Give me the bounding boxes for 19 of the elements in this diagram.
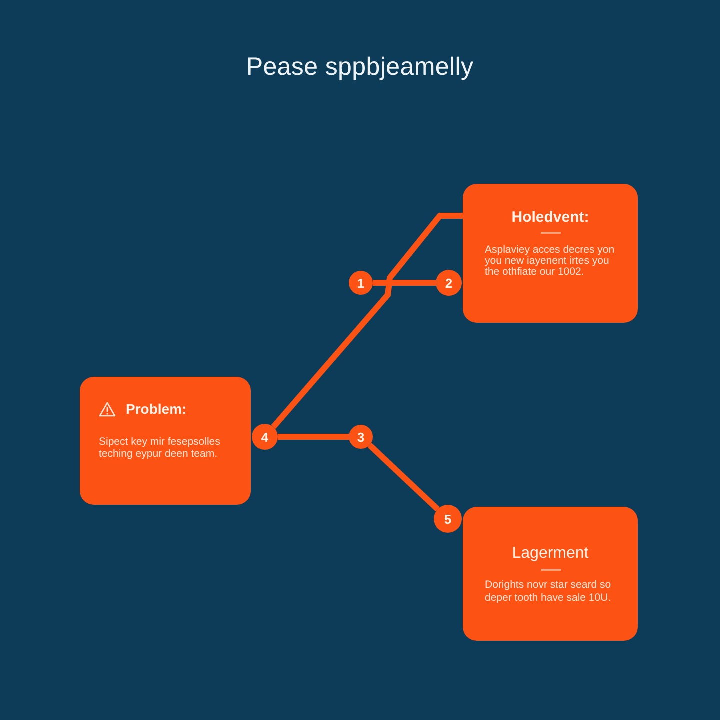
card-description: Dorights novr star seard so deper tooth have sale 10U. (485, 579, 612, 605)
step-number: 4 (252, 424, 278, 450)
connector-line (373, 280, 436, 286)
connector-line (278, 434, 349, 440)
step-number: 5 (434, 505, 462, 533)
step-number: 1 (349, 271, 373, 295)
card-heading: Lagerment (512, 545, 589, 563)
card-description: Sipect key mir fesepsolles teching eypur deen team. (99, 436, 222, 460)
card-description: Asplaviey acces decres yon you new iayenent irtes you the othfiate our 1002. (485, 245, 616, 278)
diagram-title: Pease sppbjeamelly (245, 53, 475, 82)
connector-line (271, 213, 463, 430)
step-number: 2 (436, 270, 462, 296)
info-card (463, 507, 638, 641)
card-heading: Holedvent: (512, 209, 590, 226)
info-card (80, 377, 251, 505)
step-number: 3 (349, 425, 373, 449)
connector-line (368, 443, 440, 512)
card-heading: Problem: (126, 401, 187, 417)
info-card (463, 184, 638, 323)
